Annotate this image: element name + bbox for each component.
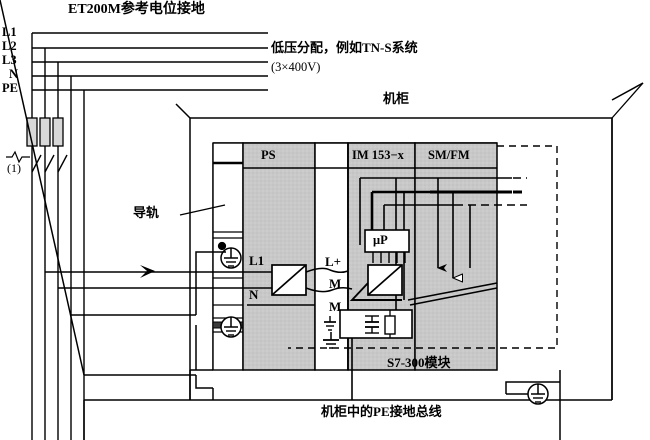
terminal-label-m2: M [329,299,342,314]
module-label-im153x: IM 153−x [352,148,404,162]
conductor-label-l3: L3 [2,53,17,67]
equipotential-wiring [0,0,227,400]
cabinet-floor-lines [83,118,613,440]
conductor-label-pe: PE [2,81,18,95]
im-module-internals [339,177,455,400]
rail-leader-line [179,204,226,216]
shield-bar-diagonal [407,282,498,306]
backplane-bus [430,177,527,206]
distribution-note-line1: 低压分配，例如TN-S系统 [271,40,418,55]
pe-bus-label: 机柜中的PE接地总线 [321,404,442,419]
conductor-label-l1: L1 [2,25,17,39]
cabinet-label: 机柜 [383,91,410,106]
rack-label: S7-300模块 [387,355,451,370]
fuse-group [26,117,64,147]
conductor-label-l2: L2 [2,39,17,53]
sm-fm-signal-arrows [437,178,471,278]
dashed-boundary [288,145,558,349]
supply-drop-conductors [31,33,85,440]
pe-ground-symbol-center [323,332,339,349]
pe-ground-symbol-cap [324,316,336,331]
cabinet-leader-line [611,82,644,119]
distribution-note-line2: (3×400V) [271,60,321,74]
page-title: ET200M参考电位接地 [68,2,205,17]
module-label-ps: PS [261,148,276,162]
terminal-label-lplus: L+ [325,254,342,269]
processor-label: μP [373,233,388,247]
terminal-label-m1: M [329,276,342,291]
switch-note: (1) [7,161,21,175]
pe-ground-symbol-bottom-right [505,381,560,405]
pe-ground-symbol-rail-upper [220,247,242,269]
pe-ground-symbol-rail-lower [220,316,242,338]
terminal-label-n: N [249,287,259,302]
ps-module-internals [213,264,353,306]
terminal-label-l1: L1 [249,253,265,268]
rail-label: 导轨 [133,205,160,220]
module-label-smfm: SM/FM [428,148,470,162]
conductor-label-n: N [9,67,19,81]
supply-bus-lines [32,32,268,91]
